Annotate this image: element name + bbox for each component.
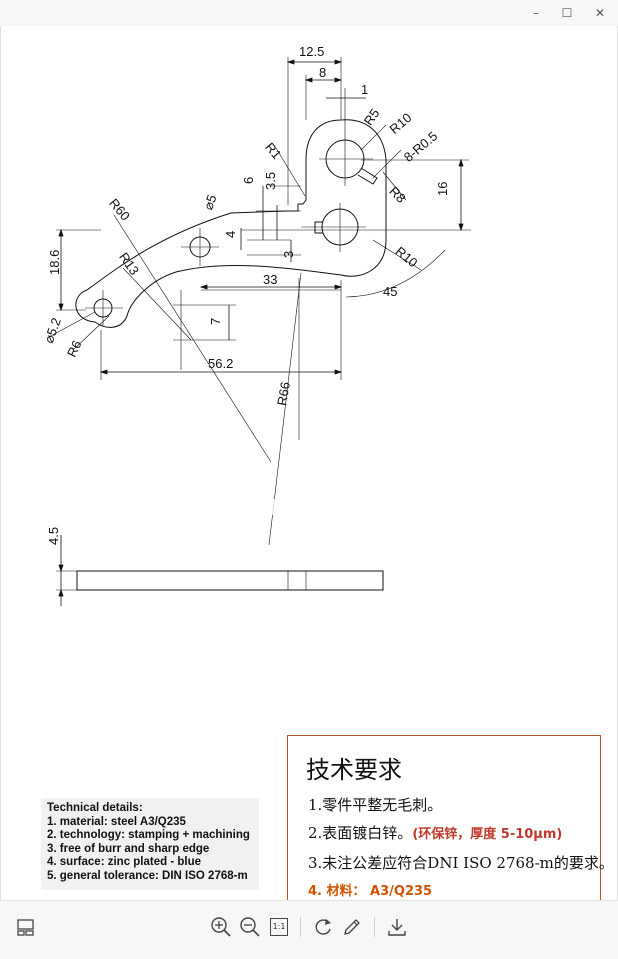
upper-hole-key — [357, 167, 378, 185]
download-icon — [388, 919, 406, 936]
toolbar-divider — [374, 917, 375, 937]
dim-33: 33 — [263, 272, 277, 287]
dim-8: 8 — [319, 65, 326, 80]
rotate-icon — [315, 919, 331, 935]
dim-1: 1 — [361, 82, 368, 97]
close-button[interactable]: ✕ — [594, 6, 606, 20]
dim-phi5: ⌀5 — [200, 193, 219, 212]
tech-zh-line-4: 4. 材料： A3/Q235 — [308, 884, 433, 899]
dim-56-2: 56.2 — [208, 356, 233, 371]
dim-r10-bottom: R10 — [393, 244, 421, 271]
dim-r1: R1 — [262, 140, 284, 162]
dim-4: 4 — [223, 231, 238, 238]
toolbar-divider — [300, 917, 301, 937]
title-bar: – ☐ ✕ — [0, 0, 618, 26]
actual-size-button[interactable]: 1:1 — [267, 915, 291, 939]
maximize-button[interactable]: ☐ — [561, 6, 573, 20]
download-button[interactable] — [385, 915, 409, 939]
tech-zh-line-3: 3.未注公差应符合DNI ISO 2768-m的要求。 — [308, 854, 614, 872]
dim-r8: R8 — [386, 184, 408, 206]
rotate-button[interactable] — [311, 915, 335, 939]
zoom-out-button[interactable] — [238, 915, 262, 939]
thumbnail-panel-button[interactable] — [14, 915, 38, 939]
dim-r13: R13 — [116, 250, 142, 278]
pencil-icon — [344, 919, 360, 935]
dim-8-r0-5: 8-R0.5 — [401, 128, 441, 165]
tech-en-line: 5. general tolerance: DIN ISO 2768-m — [47, 869, 248, 882]
dim-r6: R6 — [64, 338, 85, 359]
tech-zh-line-2: 2.表面镀白锌。(环保锌，厚度 5-10μm) — [308, 822, 562, 843]
part-outline — [75, 119, 387, 328]
zoom-out-icon — [240, 917, 260, 937]
dim-18-6: 18.6 — [47, 250, 62, 275]
viewer-toolbar: 1:1 — [0, 900, 618, 959]
dim-3-5: 3.5 — [263, 172, 278, 190]
tech-zh-title: 技术要求 — [306, 756, 402, 784]
technical-drawing: 12.5 8 1 R5 R10 8-R0.5 R1 6 3.5 R8 16 R6… — [41, 44, 471, 606]
edit-button[interactable] — [340, 915, 364, 939]
dim-45: 45 — [383, 284, 397, 299]
dim-r60: R60 — [106, 196, 133, 224]
dim-12-5: 12.5 — [299, 44, 324, 59]
actual-size-icon: 1:1 — [270, 918, 288, 936]
dim-16: 16 — [435, 182, 450, 196]
dim-r5: R5 — [361, 106, 383, 128]
tech-zh-line-2-main: 2.表面镀白锌。 — [308, 824, 413, 842]
tech-en-line: 3. free of burr and sharp edge — [47, 842, 210, 855]
tech-zh-line-2-note: (环保锌，厚度 5-10μm) — [412, 827, 563, 842]
watermark-logo — [226, 492, 390, 522]
dim-3: 3 — [281, 251, 296, 258]
tech-zh-line-1: 1.零件平整无毛刺。 — [308, 796, 443, 814]
dim-r66: R66 — [274, 381, 293, 407]
dim-r10-top: R10 — [387, 110, 415, 137]
lower-hole-key — [314, 221, 323, 234]
zoom-in-icon — [211, 917, 231, 937]
dim-6: 6 — [241, 177, 256, 184]
zoom-in-button[interactable] — [209, 915, 233, 939]
tech-en-heading: Technical details: — [47, 802, 143, 814]
technical-details-en: Technical details: 1. material: steel A3… — [41, 798, 259, 890]
tech-en-line: 1. material: steel A3/Q235 — [47, 815, 186, 828]
minimize-button[interactable]: – — [533, 6, 539, 20]
technical-requirements-zh: 技术要求 1.零件平整无毛刺。 2.表面镀白锌。(环保锌，厚度 5-10μm) … — [287, 735, 614, 905]
dim-4-5: 4.5 — [46, 527, 61, 545]
panel-icon — [17, 919, 34, 936]
tech-en-line: 4. surface: zinc plated - blue — [47, 856, 202, 868]
dim-7: 7 — [208, 318, 223, 325]
tech-en-line: 2. technology: stamping + machining — [47, 829, 250, 841]
